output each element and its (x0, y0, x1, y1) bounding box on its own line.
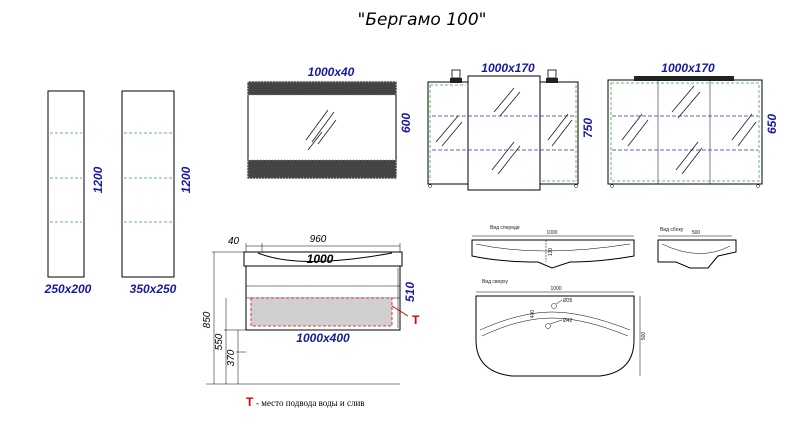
vanity-floor-mid: 550 (214, 333, 225, 350)
mirror-cabinet-led: 1000x170 650 (607, 61, 779, 188)
basin-top-tap-hole: Ø35 (563, 298, 573, 304)
basin-front-depth: 130 (548, 248, 554, 257)
vanity-body-width: 960 (310, 234, 327, 245)
basin-side-depth: 500 (692, 230, 701, 236)
basin-top-view: Вид сверху 1000 Ø35 Ø42 400 500 (475, 279, 647, 377)
cabinet-led-height: 650 (765, 114, 779, 134)
lamp-left-icon (450, 69, 462, 83)
legend-mark: T (246, 395, 254, 409)
cabinet-led-glass-icon (621, 85, 757, 175)
basin-top-offset: 400 (530, 310, 536, 319)
basin-front-label: Вид спереди (490, 225, 520, 231)
basin-top-depth: 500 (641, 332, 647, 341)
basin-side-view: Вид сбоку 500 (657, 227, 737, 269)
basin-front-width: 1000 (546, 230, 557, 236)
vanity-height: 510 (403, 282, 417, 302)
vanity-floor-total: 850 (202, 311, 213, 328)
lamp-right-icon (546, 69, 558, 83)
mirror-glass-icon (305, 109, 337, 151)
drawing-title: "Бергамо 100" (358, 10, 487, 30)
cabinet-led-width: 1000x170 (661, 61, 715, 75)
pencil-case-small-height: 1200 (91, 166, 105, 193)
drain-hole-icon (545, 323, 551, 329)
pencil-case-large-height: 1200 (179, 166, 193, 193)
basin-side-label: Вид сбоку (660, 227, 684, 233)
pencil-case-large-size: 350x250 (130, 282, 177, 296)
cabinet-glass-icon (435, 87, 573, 175)
cabinet-lamps-height: 750 (581, 118, 595, 138)
vanity-floor-low: 370 (226, 349, 237, 366)
basin-top-label: Вид сверху (482, 279, 509, 285)
vanity-size: 1000x400 (296, 331, 350, 345)
pencil-case-small-size: 250x200 (44, 282, 92, 296)
vanity-offset: 40 (228, 236, 240, 247)
vanity-unit: 40 960 1000 T 1000x400 510 850 550 370 (202, 234, 420, 385)
mirror-height: 600 (399, 113, 413, 133)
vanity-service-mark: T (412, 313, 420, 327)
basin-top-width: 1000 (550, 286, 561, 292)
basin-front-view: Вид спереди 1000 130 (471, 225, 635, 269)
mirror-width: 1000x40 (308, 65, 355, 79)
pencil-case-small: 1200 250x200 (44, 90, 105, 296)
legend-text: - место подвода воды и слив (256, 398, 365, 408)
vanity-basin-width: 1000 (307, 252, 334, 266)
mirror-cabinet-lamps: 1000x170 750 (427, 61, 595, 191)
pencil-case-large: 1200 350x250 (121, 90, 193, 296)
cabinet-lamps-width: 1000x170 (481, 61, 535, 75)
legend: T - место подвода воды и слив (246, 395, 365, 409)
basin-top-drain-hole: Ø42 (563, 318, 573, 324)
mirror: 1000x40 600 (247, 65, 413, 179)
tap-hole-icon (551, 303, 557, 309)
